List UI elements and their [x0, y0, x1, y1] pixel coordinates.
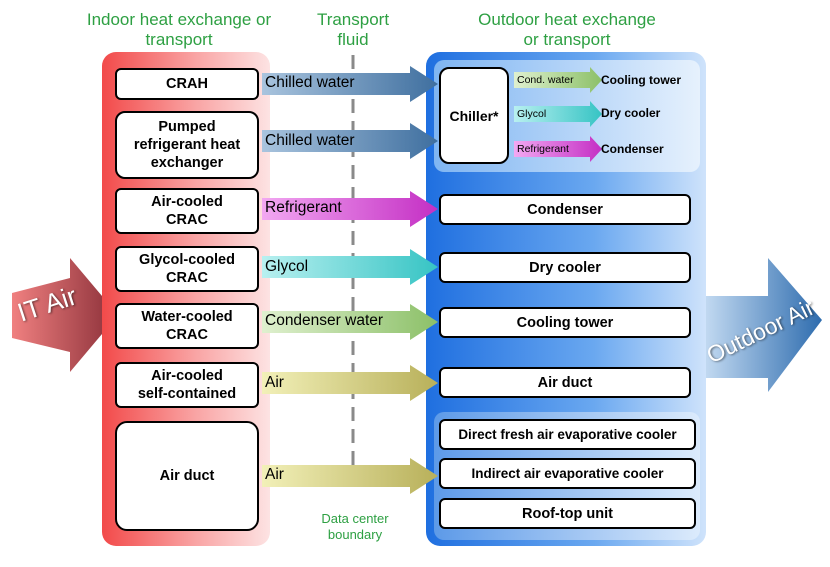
fluid-label-condenser-water: Condenser water	[265, 312, 384, 329]
chiller-arrow-cond-water	[514, 67, 602, 93]
heading-outdoor: Outdoor heat exchange or transport	[478, 10, 656, 49]
indoor-unit-crah: CRAH	[115, 68, 259, 100]
fluid-arrow-chilled-water-2	[262, 123, 438, 159]
heading-indoor: Indoor heat exchange or transport	[86, 10, 272, 49]
outdoor-unit-direct-evaporative-cooler: Direct fresh air evaporative cooler	[439, 419, 696, 450]
chiller-output-target-dry-cooler: Dry cooler	[601, 106, 661, 120]
heading-transport-fluid: Transport fluid	[316, 10, 390, 49]
indoor-unit-water-cooled-crac: Water-cooled CRAC	[115, 303, 259, 349]
fluid-label-chilled-water-2: Chilled water	[265, 132, 355, 149]
fluid-arrow-air-2	[262, 458, 438, 494]
it-air-arrow	[12, 258, 118, 372]
fluid-arrow-condenser-water	[262, 304, 438, 340]
indoor-unit-air-duct: Air duct	[115, 421, 259, 531]
outdoor-unit-air-duct: Air duct	[439, 367, 691, 398]
fluid-arrow-chilled-water-1	[262, 66, 438, 102]
fluid-label-glycol: Glycol	[265, 258, 309, 275]
chiller-arrow-refrigerant	[514, 136, 602, 162]
outdoor-unit-indirect-evaporative-cooler: Indirect air evaporative cooler	[439, 458, 696, 489]
outdoor-unit-cooling-tower: Cooling tower	[439, 307, 691, 338]
fluid-label-chilled-water-1: Chilled water	[265, 74, 355, 91]
fluid-arrow-air-1	[262, 365, 438, 401]
outdoor-unit-dry-cooler: Dry cooler	[439, 252, 691, 283]
outdoor-unit-roof-top: Roof-top unit	[439, 498, 696, 529]
fluid-label-refrigerant: Refrigerant	[265, 199, 342, 216]
indoor-unit-air-cooled-self-contained: Air-cooled self-contained	[115, 362, 259, 408]
outdoor-unit-condenser: Condenser	[439, 194, 691, 225]
fluid-arrow-glycol	[262, 249, 438, 285]
indoor-unit-pumped-refrigerant: Pumped refrigerant heat exchanger	[115, 111, 259, 179]
boundary-label: Data center boundary	[321, 511, 389, 542]
chiller-output-target-condenser: Condenser	[601, 142, 664, 156]
chiller-output-target-cooling-tower: Cooling tower	[601, 73, 681, 87]
chiller-arrow-glycol	[514, 101, 602, 127]
chiller-box: Chiller*	[439, 67, 509, 164]
chiller-output-fluid-cond-water: Cond. water	[517, 74, 574, 86]
indoor-unit-glycol-cooled-crac: Glycol-cooled CRAC	[115, 246, 259, 292]
outdoor-air-arrow	[695, 258, 822, 392]
indoor-unit-air-cooled-crac: Air-cooled CRAC	[115, 188, 259, 234]
chiller-output-fluid-refrigerant: Refrigerant	[517, 143, 569, 155]
fluid-label-air-1: Air	[265, 374, 284, 391]
fluid-label-air-2: Air	[265, 466, 284, 483]
chiller-output-fluid-glycol: Glycol	[517, 108, 547, 120]
fluid-arrow-refrigerant	[262, 191, 438, 227]
